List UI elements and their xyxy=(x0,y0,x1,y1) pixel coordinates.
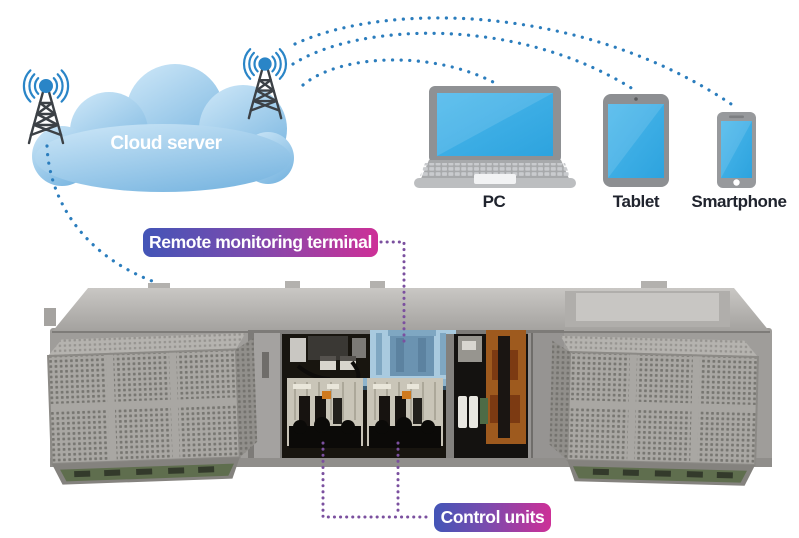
radio-tower-left-icon xyxy=(22,69,70,145)
control-units-callout: Control units xyxy=(434,503,551,532)
radio-tower-right-icon xyxy=(243,48,287,120)
smartphone-label: Smartphone xyxy=(691,192,787,211)
connector-remote-label-to-module xyxy=(379,240,406,348)
left-mesh-cage xyxy=(46,331,260,486)
cloud-shape xyxy=(32,64,294,192)
tablet-icon xyxy=(603,94,669,187)
pc-label: PC xyxy=(482,192,506,211)
remote-monitoring-terminal-callout: Remote monitoring terminal xyxy=(143,228,378,257)
link-tower-to-pc xyxy=(301,58,497,87)
control-unit-board-2 xyxy=(367,378,443,448)
connector-control-unit-1 xyxy=(321,441,433,519)
pc-icon xyxy=(414,86,576,188)
tablet-label: Tablet xyxy=(612,192,660,211)
control-unit-board-1 xyxy=(287,378,363,448)
right-mesh-cage xyxy=(547,334,760,487)
inverter-cabinet-photo xyxy=(44,281,772,487)
power-board-bay xyxy=(454,330,528,458)
link-tower-to-smartphone xyxy=(293,16,736,108)
link-cloud-to-cabinet xyxy=(45,144,154,283)
link-tower-to-tablet xyxy=(291,31,638,93)
smartphone-icon xyxy=(717,112,756,188)
cloud-server-label: Cloud server xyxy=(110,133,222,154)
